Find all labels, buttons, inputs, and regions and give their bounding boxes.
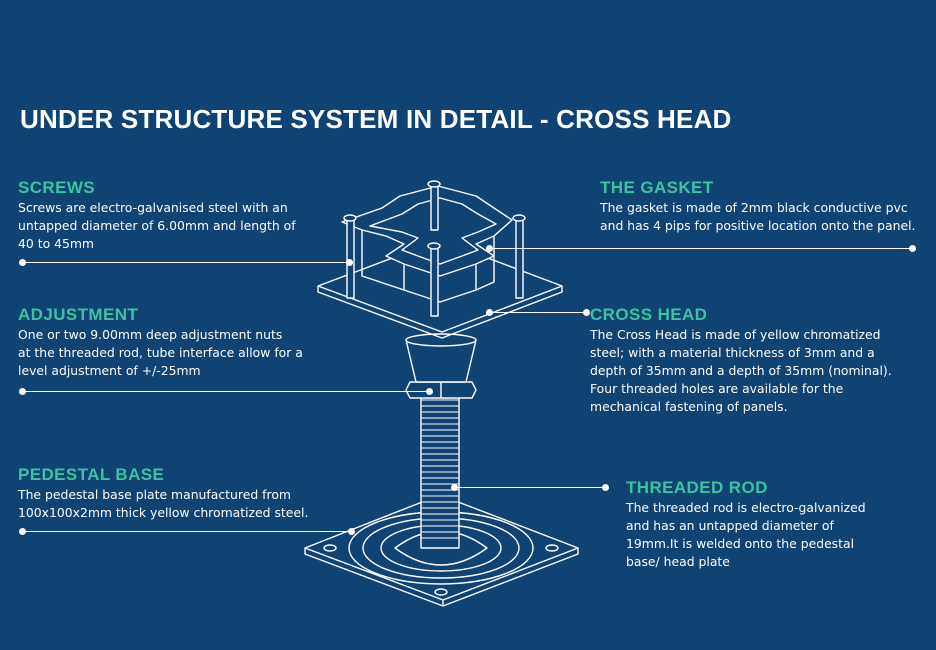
desc-line: mechanical fastening of panels. bbox=[590, 399, 788, 414]
threaded-rod-drawing bbox=[420, 387, 460, 549]
gasket-leader-dot-end bbox=[909, 245, 916, 252]
callout-description: The Cross Head is made of yellow chromat… bbox=[590, 326, 920, 416]
adjustment-nut-drawing bbox=[405, 381, 477, 399]
callout-screws: SCREWS Screws are electro-galvanised ste… bbox=[18, 178, 328, 253]
tube-drawing bbox=[405, 333, 477, 383]
callout-description: Screws are electro-galvanised steel with… bbox=[18, 199, 328, 253]
callout-cross-head: CROSS HEAD The Cross Head is made of yel… bbox=[590, 305, 920, 416]
callout-heading: THE GASKET bbox=[600, 178, 714, 197]
callout-pedestal-base: PEDESTAL BASE The pedestal base plate ma… bbox=[18, 465, 338, 522]
screws-leader-line bbox=[22, 262, 350, 263]
callout-heading: CROSS HEAD bbox=[590, 305, 708, 324]
threaded-rod-leader-dot-start bbox=[451, 484, 458, 491]
callout-heading: ADJUSTMENT bbox=[18, 305, 139, 324]
desc-line: and has 4 pips for positive location ont… bbox=[600, 218, 916, 233]
desc-line: 40 to 45mm bbox=[18, 236, 94, 251]
desc-line: The threaded rod is electro-galvanized bbox=[626, 500, 866, 515]
callout-heading: SCREWS bbox=[18, 178, 96, 197]
page-title: UNDER STRUCTURE SYSTEM IN DETAIL - CROSS… bbox=[20, 104, 732, 134]
gasket-leader-line bbox=[490, 248, 912, 249]
callout-description: The threaded rod is electro-galvanized a… bbox=[626, 499, 926, 571]
adjustment-leader-line bbox=[22, 391, 430, 392]
callout-description: The gasket is made of 2mm black conducti… bbox=[600, 199, 930, 235]
desc-line: depth of 35mm and a depth of 35mm (nomin… bbox=[590, 363, 892, 378]
desc-line: Screws are electro-galvanised steel with… bbox=[18, 200, 288, 215]
pedestal-base-leader-dot-start bbox=[19, 528, 26, 535]
callout-heading: THREADED ROD bbox=[626, 478, 768, 497]
desc-line: The gasket is made of 2mm black conducti… bbox=[600, 200, 908, 215]
cross-head-leader-line bbox=[490, 312, 586, 313]
screws-leader-dot-start bbox=[19, 259, 26, 266]
desc-line: 19mm.It is welded onto the pedestal bbox=[626, 536, 855, 551]
adjustment-leader-dot-start bbox=[19, 388, 26, 395]
pedestal-base-leader-line bbox=[22, 531, 352, 532]
callout-threaded-rod: THREADED ROD The threaded rod is electro… bbox=[626, 478, 926, 571]
gasket-leader-dot-start bbox=[486, 245, 493, 252]
screws-leader-dot-end bbox=[346, 259, 353, 266]
callout-gasket: THE GASKET The gasket is made of 2mm bla… bbox=[600, 178, 930, 235]
callout-description: One or two 9.00mm deep adjustment nuts a… bbox=[18, 326, 328, 380]
desc-line: steel; with a material thickness of 3mm … bbox=[590, 345, 875, 360]
desc-line: and has an untapped diameter of bbox=[626, 518, 834, 533]
desc-line: at the threaded rod, tube interface allo… bbox=[18, 345, 303, 360]
desc-line: The Cross Head is made of yellow chromat… bbox=[590, 327, 881, 342]
callout-adjustment: ADJUSTMENT One or two 9.00mm deep adjust… bbox=[18, 305, 328, 380]
adjustment-leader-dot-end bbox=[426, 388, 433, 395]
desc-line: One or two 9.00mm deep adjustment nuts bbox=[18, 327, 283, 342]
pedestal-base-leader-dot-end bbox=[348, 528, 355, 535]
threaded-rod-leader-dot-end bbox=[602, 484, 609, 491]
callout-heading: PEDESTAL BASE bbox=[18, 465, 165, 484]
cross-head-leader-dot-start bbox=[486, 309, 493, 316]
desc-line: 100x100x2mm thick yellow chromatized ste… bbox=[18, 505, 309, 520]
threaded-rod-leader-line bbox=[455, 487, 605, 488]
desc-line: untapped diameter of 6.00mm and length o… bbox=[18, 218, 296, 233]
cross-head-leader-dot-end bbox=[583, 309, 590, 316]
desc-line: Four threaded holes are available for th… bbox=[590, 381, 844, 396]
desc-line: base/ head plate bbox=[626, 554, 730, 569]
desc-line: level adjustment of +/-25mm bbox=[18, 363, 201, 378]
screws-drawing bbox=[343, 180, 526, 317]
callout-description: The pedestal base plate manufactured fro… bbox=[18, 486, 338, 522]
desc-line: The pedestal base plate manufactured fro… bbox=[18, 487, 291, 502]
